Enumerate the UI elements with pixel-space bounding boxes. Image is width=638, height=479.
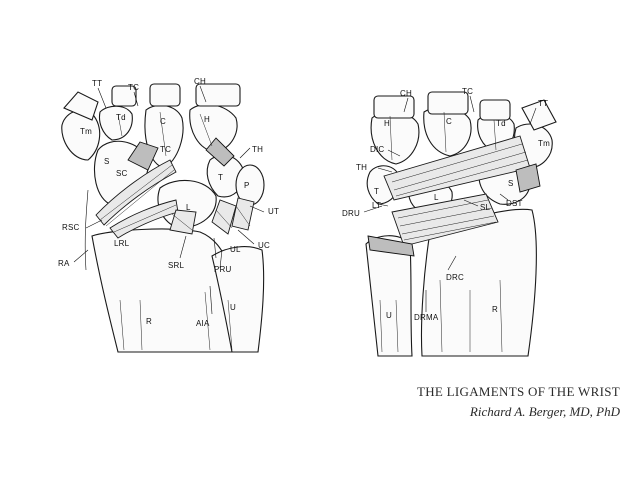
dorsal-hamate xyxy=(370,111,420,165)
dorsal-label-h: H xyxy=(384,119,390,128)
dorsal-ulna-bone xyxy=(365,235,413,357)
label-c: C xyxy=(160,117,166,126)
dorsal-label-sl: SL xyxy=(480,203,491,212)
label-ch: CH xyxy=(194,77,206,86)
dorsal-radioulnar-ligament xyxy=(367,235,415,257)
scaphocapitate-ligament xyxy=(127,141,159,171)
label-rsc: RSC xyxy=(62,223,80,232)
label-t: T xyxy=(218,173,223,182)
ulnotriquetral-ligament xyxy=(231,197,255,231)
dorsal-label-c: C xyxy=(446,117,452,126)
dorsal-label-dic: DIC xyxy=(370,145,384,154)
dorsal-label-r: R xyxy=(492,305,498,314)
label-ra: RA xyxy=(58,259,70,268)
dorsal-label-drc: DRC xyxy=(446,273,464,282)
label-h: H xyxy=(204,115,210,124)
ulna-bone xyxy=(211,246,265,353)
label-r-palmar: R xyxy=(146,317,152,326)
dorsal-leader-lines xyxy=(363,95,537,312)
label-td: Td xyxy=(116,113,126,122)
label-srl: SRL xyxy=(168,261,185,270)
dorsal-label-l: L xyxy=(434,193,439,202)
dorsal-label-tt: TT xyxy=(538,99,548,108)
label-l: L xyxy=(186,203,191,212)
dorsal-scaphotrapezial-ligament xyxy=(515,163,541,193)
dorsal-radiocarpal-ligament xyxy=(391,193,499,247)
dorsal-capitate xyxy=(423,106,472,157)
label-pru: PRU xyxy=(214,265,232,274)
dorsal-label-ch: CH xyxy=(400,89,412,98)
trapezoid xyxy=(98,105,133,141)
label-sc: SC xyxy=(116,169,128,178)
label-tc: TC xyxy=(128,83,139,92)
triquetrohamate-ligament xyxy=(205,137,235,167)
label-p: P xyxy=(244,181,250,190)
label-uc: UC xyxy=(258,241,270,250)
dorsal-label-drma: DRMA xyxy=(414,313,439,322)
label-ut: UT xyxy=(268,207,279,216)
dorsal-labels: CH TC TT H C Td Tm DIC TH T S L SL DST D… xyxy=(342,87,550,322)
palmar-leader-lines xyxy=(73,85,265,315)
label-th: TH xyxy=(252,145,263,154)
label-u-palmar: U xyxy=(230,303,236,312)
label-ul: UL xyxy=(230,245,241,254)
dorsal-label-dru: DRU xyxy=(342,209,360,218)
dorsal-label-th: TH xyxy=(356,163,367,172)
figure-title: THE LIGAMENTS OF THE WRIST xyxy=(416,384,620,399)
figure-author: Richard A. Berger, MD, PhD xyxy=(469,404,620,419)
palmar-wrist-drawing xyxy=(61,83,265,353)
palmar-labels: TT TC CH Td Tm C H S SC TC TH T P L RSC … xyxy=(58,77,279,328)
label-tm: Tm xyxy=(80,127,92,136)
dorsal-label-tc: TC xyxy=(462,87,473,96)
label-lrl: LRL xyxy=(114,239,130,248)
label-s: S xyxy=(104,157,110,166)
dorsal-label-tm: Tm xyxy=(538,139,550,148)
label-tc-ligament: TC xyxy=(160,145,171,154)
dorsal-label-td: Td xyxy=(496,119,506,128)
label-aia: AIA xyxy=(196,319,210,328)
dorsal-label-u: U xyxy=(386,311,392,320)
dorsal-label-lt: LT xyxy=(372,201,381,210)
dorsal-label-t: T xyxy=(374,187,379,196)
dorsal-label-dst: DST xyxy=(506,199,523,208)
dorsal-label-s: S xyxy=(508,179,514,188)
label-tt: TT xyxy=(92,79,102,88)
dorsal-wrist-drawing xyxy=(365,91,557,357)
